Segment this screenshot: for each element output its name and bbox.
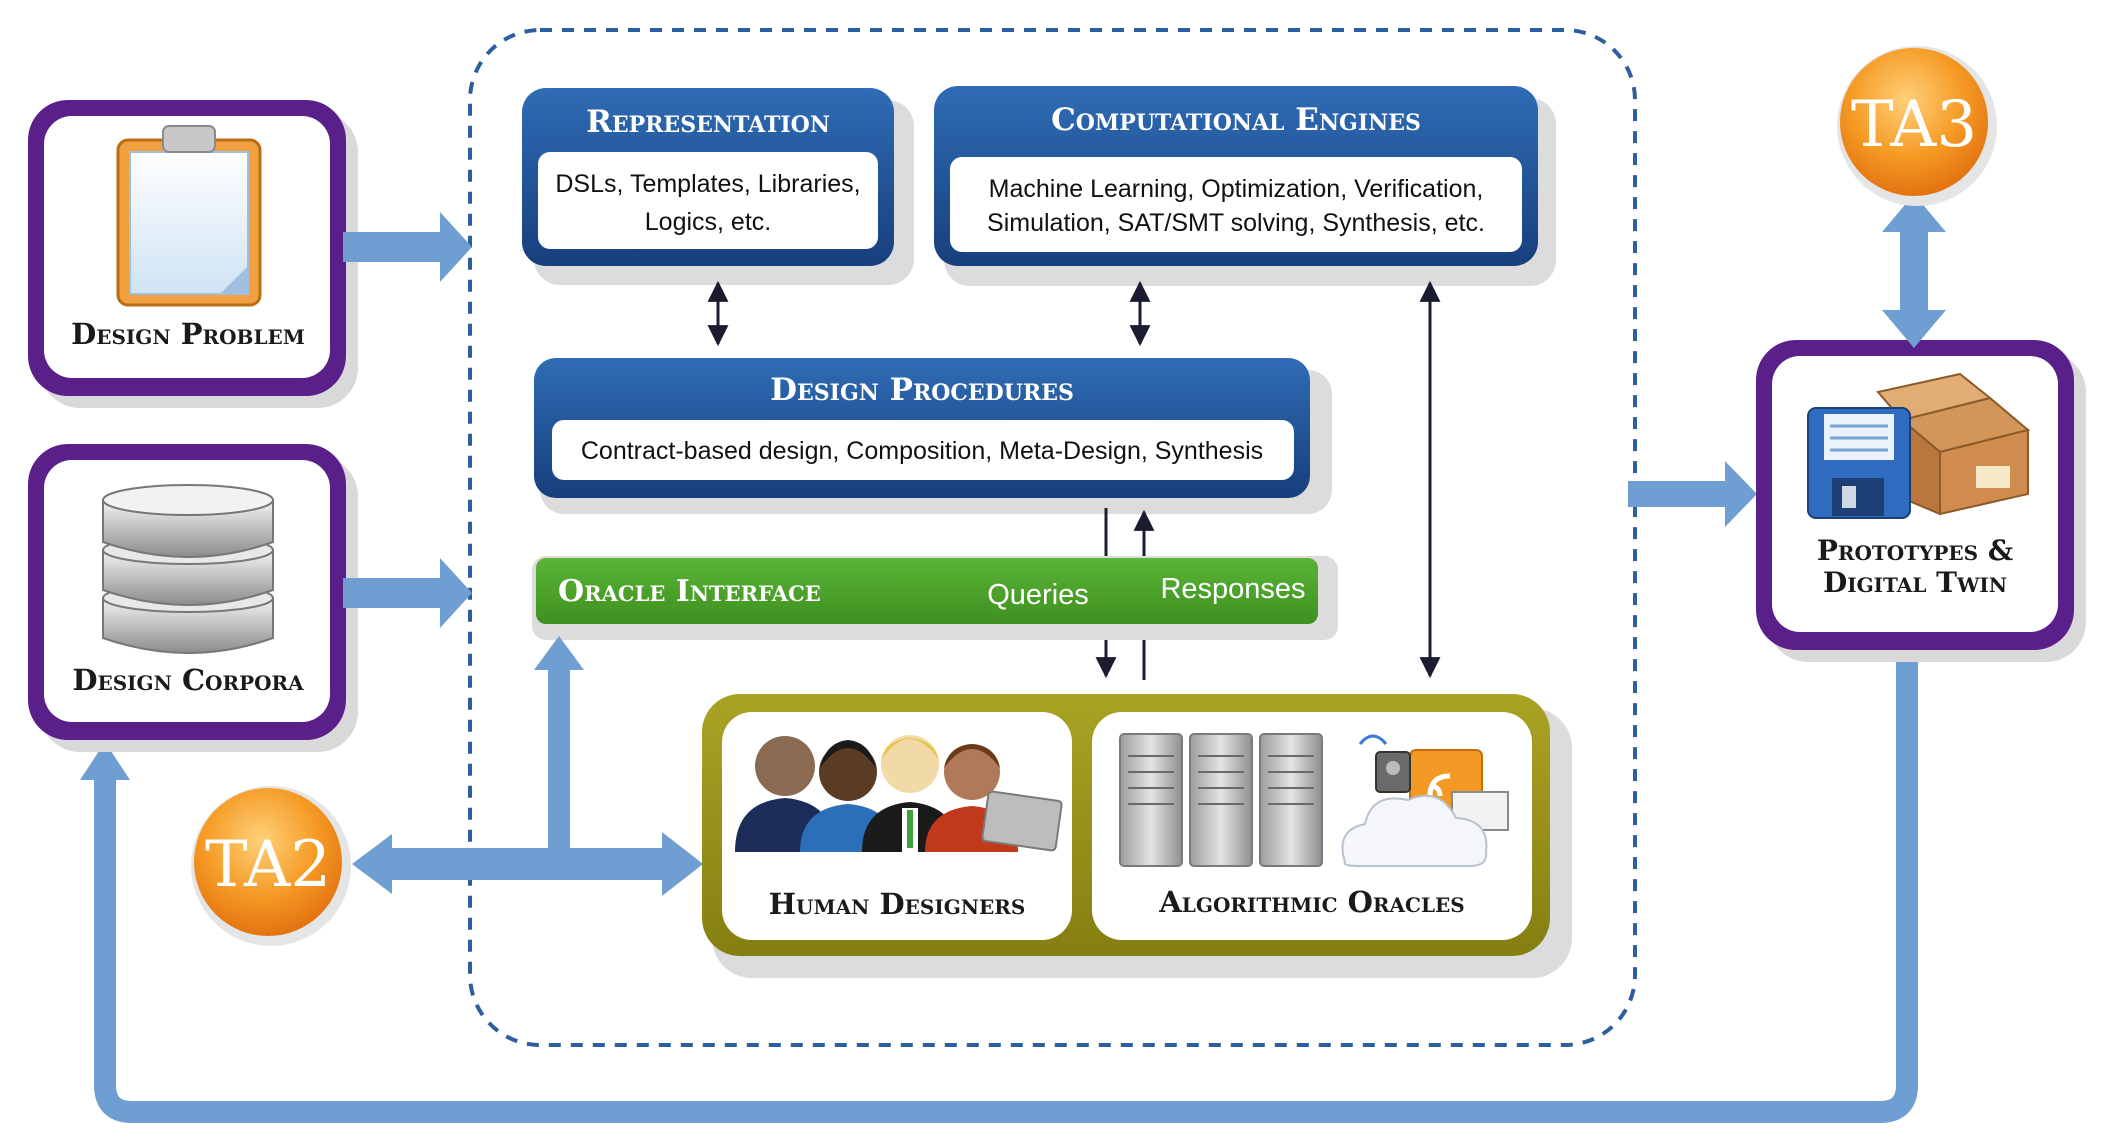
design-corpora-arrow [343,558,472,628]
human-designers-label: Human Designers [769,887,1026,921]
database-icon [102,484,274,654]
representation-body-line1: DSLs, Templates, Libraries, [555,170,860,198]
computational-engines-body-line2: Simulation, SAT/SMT solving, Synthesis, … [987,209,1485,237]
servers-icon [1119,733,1323,867]
oracle-responses-label: Responses [1160,573,1305,605]
design-procedures-body: Contract-based design, Composition, Meta… [581,437,1263,465]
prototypes-label-line2: Digital Twin [1823,566,2007,599]
design-corpora-box: Design Corpora [28,444,358,752]
algorithmic-oracles-box: Algorithmic Oracles [1092,712,1532,940]
clipboard-icon [116,125,262,307]
ta2-oracle-arrow [534,636,584,848]
ta2-badge: TA2 [191,786,351,946]
box-and-disk-icon [1807,372,2031,519]
oracle-queries-label: Queries [987,579,1089,611]
ta3-label: TA3 [1851,88,1977,162]
feedback-loop-arrowhead [80,742,130,780]
computational-engines-box: Computational Engines Machine Learning, … [934,86,1556,286]
core-framework-boundary [468,28,1637,1047]
design-problem-label: Design Problem [71,317,305,351]
design-corpora-label: Design Corpora [72,663,304,697]
design-problem-box: Design Problem [28,100,358,408]
ta2-designers-arrow [352,832,703,896]
cloud-network-icon [1341,734,1509,867]
oracle-interface-bar: Oracle Interface Queries Responses [532,556,1338,640]
ta3-arrow [1882,194,1946,348]
computational-engines-title: Computational Engines [1051,102,1421,138]
representation-body-line2: Logics, etc. [645,208,771,236]
feedback-loop-arrow [94,640,1918,1123]
human-designers-box: Human Designers [722,712,1072,940]
prototypes-box: Prototypes & Digital Twin [1756,340,2086,662]
representation-title: Representation [586,104,830,140]
algorithmic-oracles-label: Algorithmic Oracles [1158,885,1464,919]
design-procedures-title: Design Procedures [770,372,1074,408]
ta3-badge: TA3 [1837,46,1997,206]
output-arrow [1628,461,1757,527]
people-icon [735,735,1063,852]
ta2-label: TA2 [205,828,331,902]
computational-engines-body-line1: Machine Learning, Optimization, Verifica… [989,175,1484,203]
oracle-interface-title: Oracle Interface [558,574,821,609]
prototypes-label-line1: Prototypes & [1817,534,2013,567]
design-procedures-box: Design Procedures Contract-based design,… [534,358,1332,514]
representation-box: Representation DSLs, Templates, Librarie… [522,88,914,285]
design-problem-arrow [343,212,472,282]
